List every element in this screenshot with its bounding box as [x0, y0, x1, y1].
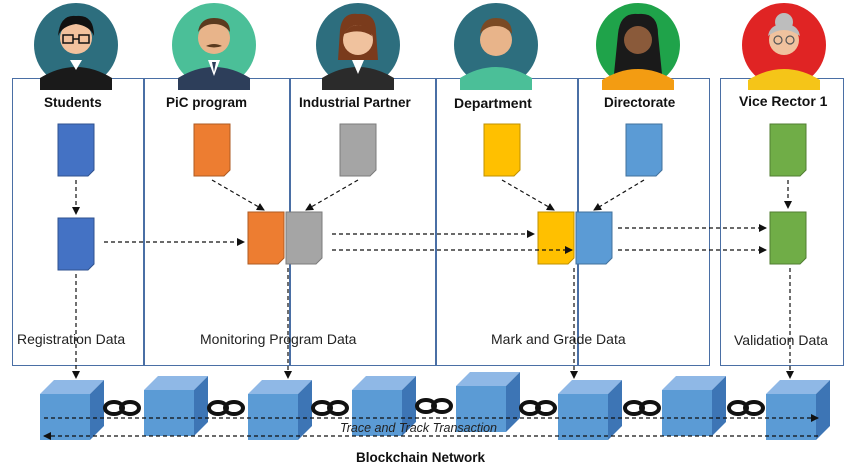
- pic-program-document-icon: [193, 123, 231, 177]
- block-8: [766, 380, 830, 440]
- chain-link-icon: [727, 400, 765, 416]
- pic-program-avatar: [172, 3, 256, 90]
- registration-data-label: Registration Data: [17, 331, 126, 347]
- chain-link-icon: [103, 400, 141, 416]
- chain-link-icon: [207, 400, 245, 416]
- block-1: [40, 380, 104, 440]
- trace-and-track-label: Trace and Track Transaction: [340, 421, 498, 435]
- industrial-partner-document-icon: [339, 123, 377, 177]
- chain-link-icon: [311, 400, 349, 416]
- monitoring-orange-document-icon: [247, 211, 285, 265]
- monitoring-gray-document-icon: [285, 211, 323, 265]
- trace-track-arrows: [43, 414, 819, 440]
- student-registration-document-icon: [57, 217, 95, 271]
- mark-and-grade-data-label: Mark and Grade Data: [491, 331, 626, 347]
- block-3: [248, 380, 312, 440]
- department-avatar: [454, 3, 538, 90]
- block-4: [352, 376, 416, 436]
- lane-title-directorate: Directorate: [604, 95, 676, 110]
- block-7: [662, 376, 726, 436]
- chain-link-icon: [519, 400, 557, 416]
- industrial-partner-avatar: [316, 3, 400, 90]
- grade-blue-document-icon: [575, 211, 613, 265]
- chain-link-icon: [415, 398, 453, 414]
- lane-title-industrial-partner: Industrial Partner: [299, 95, 411, 110]
- block-6: [558, 380, 622, 440]
- validation-data-label: Validation Data: [734, 332, 828, 348]
- vice-rector-document-icon: [769, 123, 807, 177]
- chain-link-icon: [623, 400, 661, 416]
- validation-document-icon: [769, 211, 807, 265]
- directorate-avatar: [596, 3, 680, 90]
- student-request-document-icon: [57, 123, 95, 177]
- lane-title-pic-program: PiC program: [166, 95, 248, 110]
- vice-rector-avatar: [742, 3, 826, 90]
- directorate-document-icon: [625, 123, 663, 177]
- lane-title-department: Department: [454, 95, 532, 111]
- blockchain-blocks: [40, 372, 830, 440]
- block-5: [456, 372, 520, 432]
- lane-title-students: Students: [44, 95, 102, 110]
- blockchain-network-label: Blockchain Network: [356, 450, 486, 465]
- block-2: [144, 376, 208, 436]
- department-document-icon: [483, 123, 521, 177]
- student-avatar: [34, 3, 118, 90]
- grade-yellow-document-icon: [537, 211, 575, 265]
- monitoring-program-data-label: Monitoring Program Data: [200, 331, 357, 347]
- chain-links: [103, 398, 765, 416]
- flow-arrows: [72, 179, 794, 379]
- lane-title-vice-rector: Vice Rector 1: [739, 93, 828, 109]
